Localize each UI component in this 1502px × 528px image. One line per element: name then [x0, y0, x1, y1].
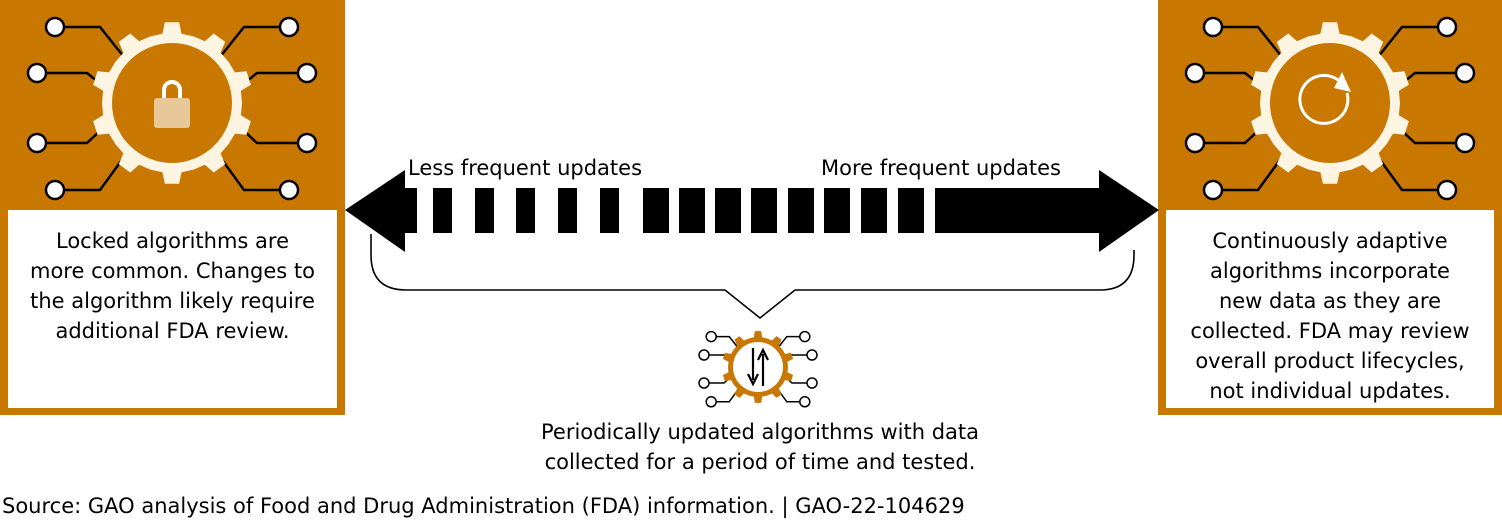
periodic-text-line-1: Periodically updated algorithms with dat…	[541, 420, 979, 444]
circuit-node	[799, 396, 811, 408]
adaptive-algorithm-panel: Continuously adaptive algorithms incorpo…	[1158, 0, 1502, 415]
circuit-node	[806, 377, 818, 389]
locked-algorithm-description: Locked algorithms are more common. Chang…	[8, 210, 337, 408]
solid-shaft	[935, 188, 1101, 233]
gear-up-down-arrows-icon	[698, 330, 818, 408]
circuit-line	[55, 25, 125, 58]
gear-center	[1270, 43, 1390, 163]
periodic-algorithm-description: Periodically updated algorithms with dat…	[460, 417, 1060, 477]
brace	[370, 234, 1135, 320]
dash-segment	[475, 188, 494, 233]
gear-refresh-icon	[1184, 16, 1476, 201]
circuit-line	[55, 156, 126, 192]
circuit-line	[1377, 25, 1447, 58]
dash-segment	[751, 188, 777, 233]
circuit-node	[1202, 179, 1224, 201]
left-arrowhead	[345, 170, 405, 252]
dash-segment	[433, 188, 452, 233]
right-arrowhead	[1099, 170, 1159, 252]
dash-segment	[558, 188, 577, 233]
circuit-node	[1454, 132, 1476, 154]
circuit-node	[1436, 16, 1458, 38]
circuit-line	[1195, 128, 1261, 145]
more-frequent-label: More frequent updates	[818, 156, 1064, 180]
down-arrow	[747, 348, 759, 387]
circuit-line	[218, 156, 289, 192]
circuit-node	[26, 62, 48, 84]
circuit-line	[776, 335, 805, 350]
lock-shackle	[162, 80, 182, 100]
circuit-node	[799, 330, 811, 343]
circuit-line	[1213, 25, 1283, 58]
circuit-node	[1184, 62, 1206, 84]
dash-segment	[405, 188, 417, 233]
dash-segment	[898, 188, 924, 233]
gear-center	[733, 342, 783, 392]
adaptive-algorithm-description: Continuously adaptive algorithms incorpo…	[1166, 210, 1494, 408]
periodic-text-line-2: collected for a period of time and teste…	[544, 450, 976, 474]
adaptive-text: Continuously adaptive algorithms incorpo…	[1190, 229, 1470, 403]
locked-text: Locked algorithms are more common. Chang…	[30, 229, 315, 343]
circuit-node	[705, 330, 717, 343]
refresh-arrowhead	[1334, 72, 1351, 92]
circuit-node	[26, 132, 48, 154]
circuit-line	[37, 128, 103, 145]
gear-lock-icon	[26, 16, 318, 201]
locked-algorithm-panel: Locked algorithms are more common. Chang…	[0, 0, 345, 415]
circuit-line	[219, 25, 289, 58]
circuit-line	[1399, 128, 1465, 145]
up-arrow	[757, 347, 769, 386]
circuit-line	[1376, 156, 1447, 192]
dash-segment	[643, 188, 669, 233]
dash-segment	[715, 188, 741, 233]
circuit-node	[44, 16, 66, 38]
dash-segment	[788, 188, 814, 233]
dash-segment	[516, 188, 535, 233]
dash-segment	[824, 188, 850, 233]
circuit-node	[698, 377, 710, 389]
less-frequent-label: Less frequent updates	[408, 156, 647, 180]
dash-segment	[600, 188, 619, 233]
circuit-node	[1184, 132, 1206, 154]
refresh-arc	[1298, 73, 1350, 125]
circuit-node	[705, 396, 717, 408]
circuit-node	[806, 349, 818, 361]
circuit-line	[1213, 156, 1284, 192]
circuit-line	[241, 128, 307, 145]
circuit-node	[1454, 62, 1476, 84]
circuit-node	[44, 179, 66, 201]
circuit-node	[296, 62, 318, 84]
dash-segment	[679, 188, 705, 233]
double-arrow	[345, 170, 1159, 252]
lock-body	[154, 98, 190, 128]
circuit-node	[1202, 16, 1224, 38]
circuit-node	[278, 16, 300, 38]
circuit-node	[1436, 179, 1458, 201]
dash-segment	[861, 188, 887, 233]
source-note: Source: GAO analysis of Food and Drug Ad…	[2, 494, 965, 518]
circuit-line	[711, 335, 740, 350]
circuit-node	[698, 349, 710, 361]
circuit-node	[278, 179, 300, 201]
circuit-node	[296, 132, 318, 154]
